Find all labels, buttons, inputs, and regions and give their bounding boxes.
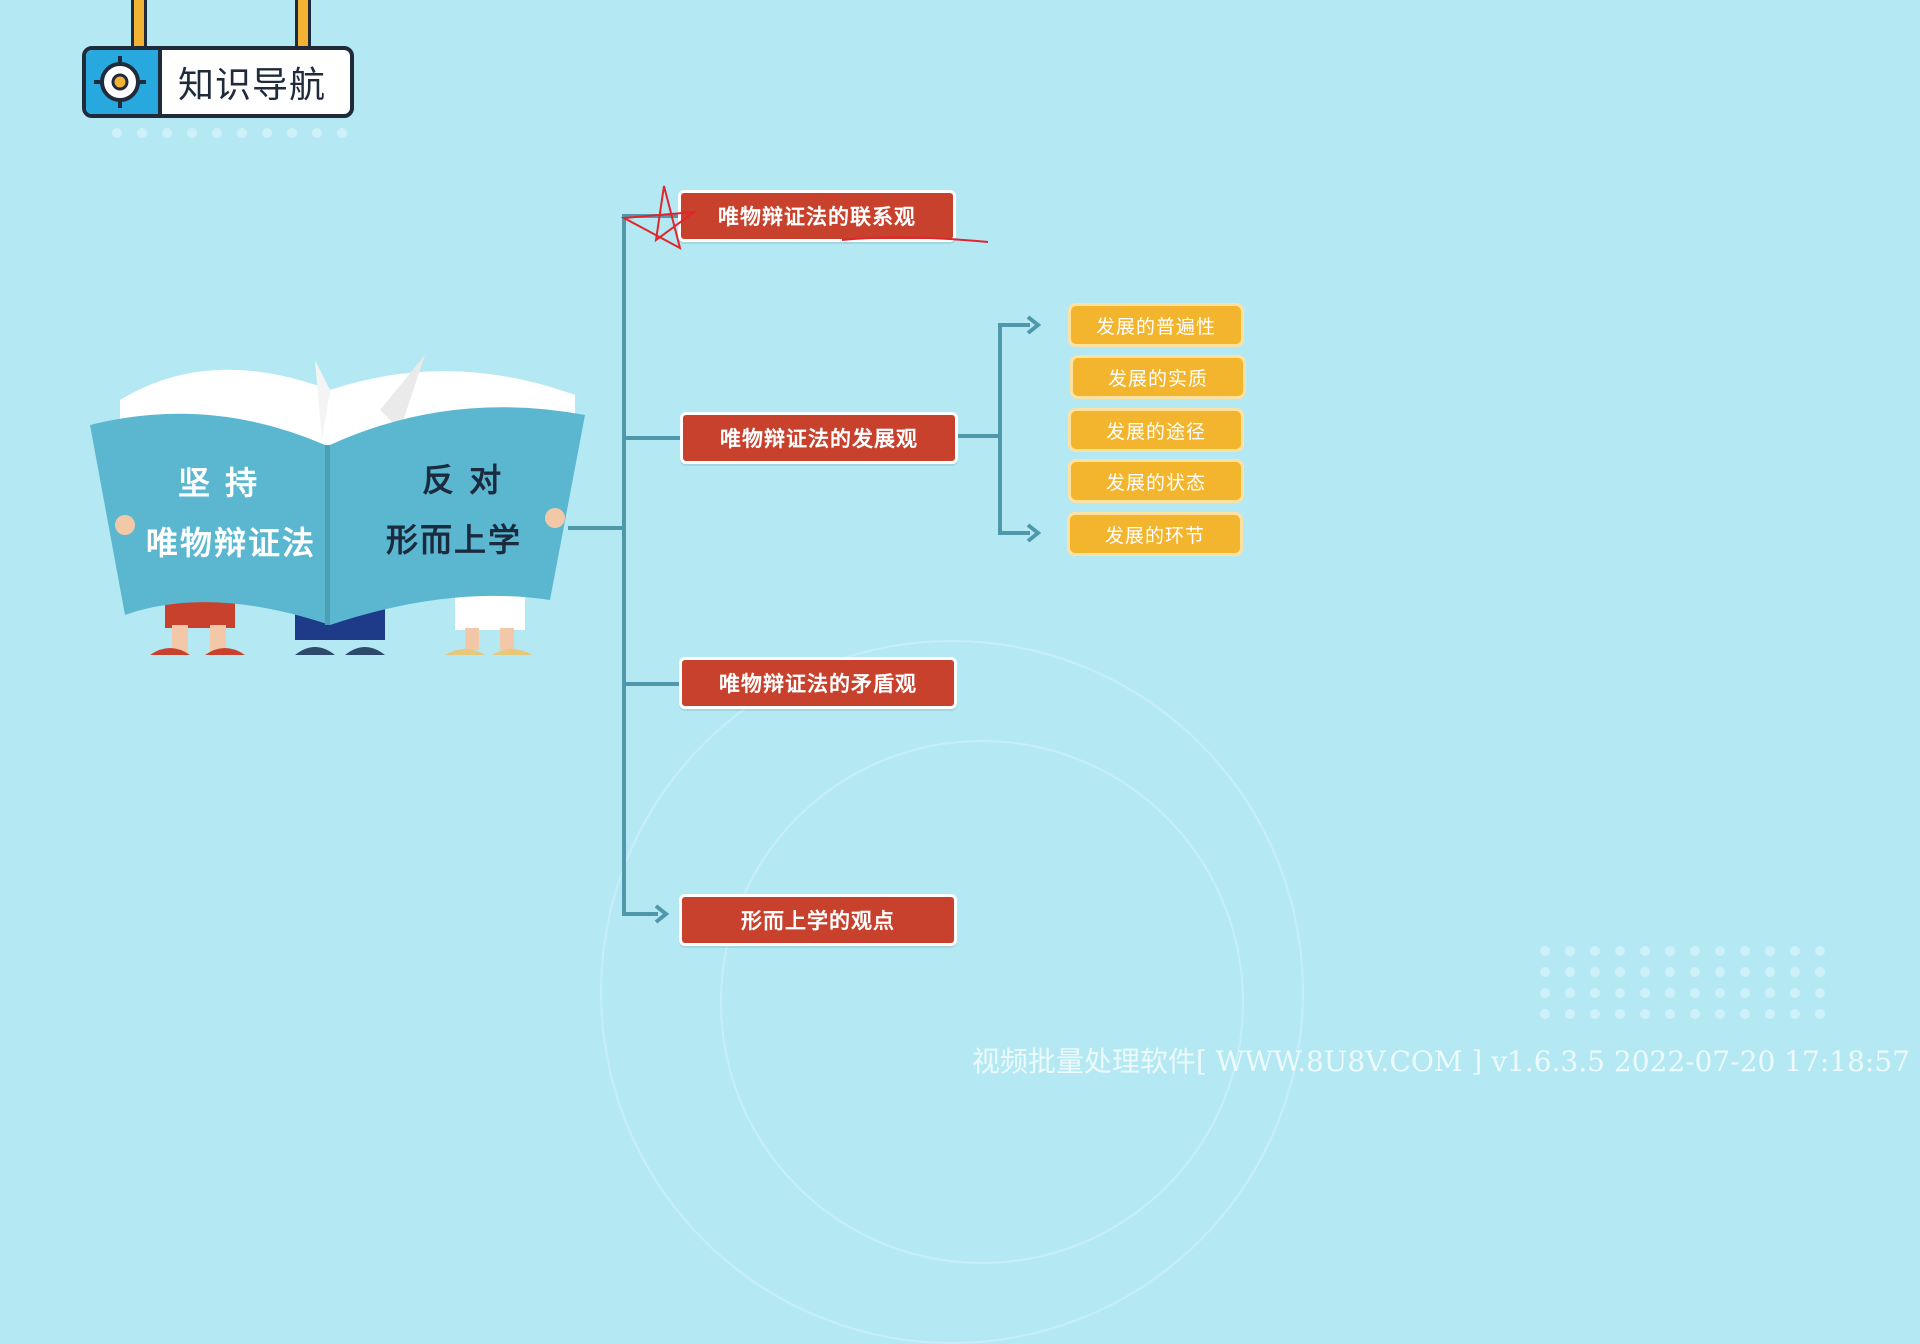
- subnode-universality: 发展的普遍性: [1068, 303, 1244, 347]
- subnode-state: 发展的状态: [1068, 459, 1244, 503]
- branch-connector: [622, 436, 680, 440]
- book-left-line2: 唯物辩证法: [146, 524, 317, 562]
- node-development-view: 唯物辩证法的发展观: [680, 412, 958, 464]
- dot-pattern: [1540, 946, 1829, 1019]
- subnode-path: 发展的途径: [1068, 408, 1244, 452]
- background-circle: [720, 740, 1244, 1264]
- sign-post: [131, 0, 147, 51]
- book-connector-line: [568, 526, 624, 530]
- arrow-head-icon: [1026, 315, 1042, 335]
- knowledge-navigation-header: 知识导航: [82, 46, 354, 118]
- node-contradiction-view: 唯物辩证法的矛盾观: [679, 657, 957, 709]
- branch-connector: [622, 682, 680, 686]
- book-right-line2: 形而上学: [386, 521, 523, 559]
- sub-branch-connector: [958, 434, 1000, 438]
- target-icon: [94, 56, 146, 108]
- open-book-illustration: [90, 355, 585, 655]
- node-connection-view: 唯物辩证法的联系观: [678, 190, 956, 242]
- branch-connector: [622, 912, 658, 916]
- sign-icon-box: [86, 50, 162, 114]
- subnode-essence: 发展的实质: [1070, 355, 1246, 399]
- arrow-head-icon: [654, 904, 670, 924]
- page-title: 知识导航: [178, 65, 327, 106]
- book-right-line1: 反 对: [422, 461, 504, 499]
- sub-vertical-connector: [998, 323, 1002, 535]
- sign-post: [295, 0, 311, 51]
- sub-branch-connector: [998, 323, 1030, 327]
- main-vertical-connector: [622, 214, 626, 916]
- red-annotation-star: [620, 185, 698, 250]
- red-annotation-underline: [841, 236, 989, 243]
- sub-branch-connector: [998, 531, 1030, 535]
- subnode-link: 发展的环节: [1067, 512, 1243, 556]
- node-metaphysics-view: 形而上学的观点: [679, 894, 957, 946]
- watermark-text: 视频批量处理软件[ WWW.8U8V.COM ] v1.6.3.5 2022-0…: [971, 1045, 1910, 1078]
- arrow-head-icon: [1026, 523, 1042, 543]
- book-left-line1: 坚 持: [178, 464, 260, 502]
